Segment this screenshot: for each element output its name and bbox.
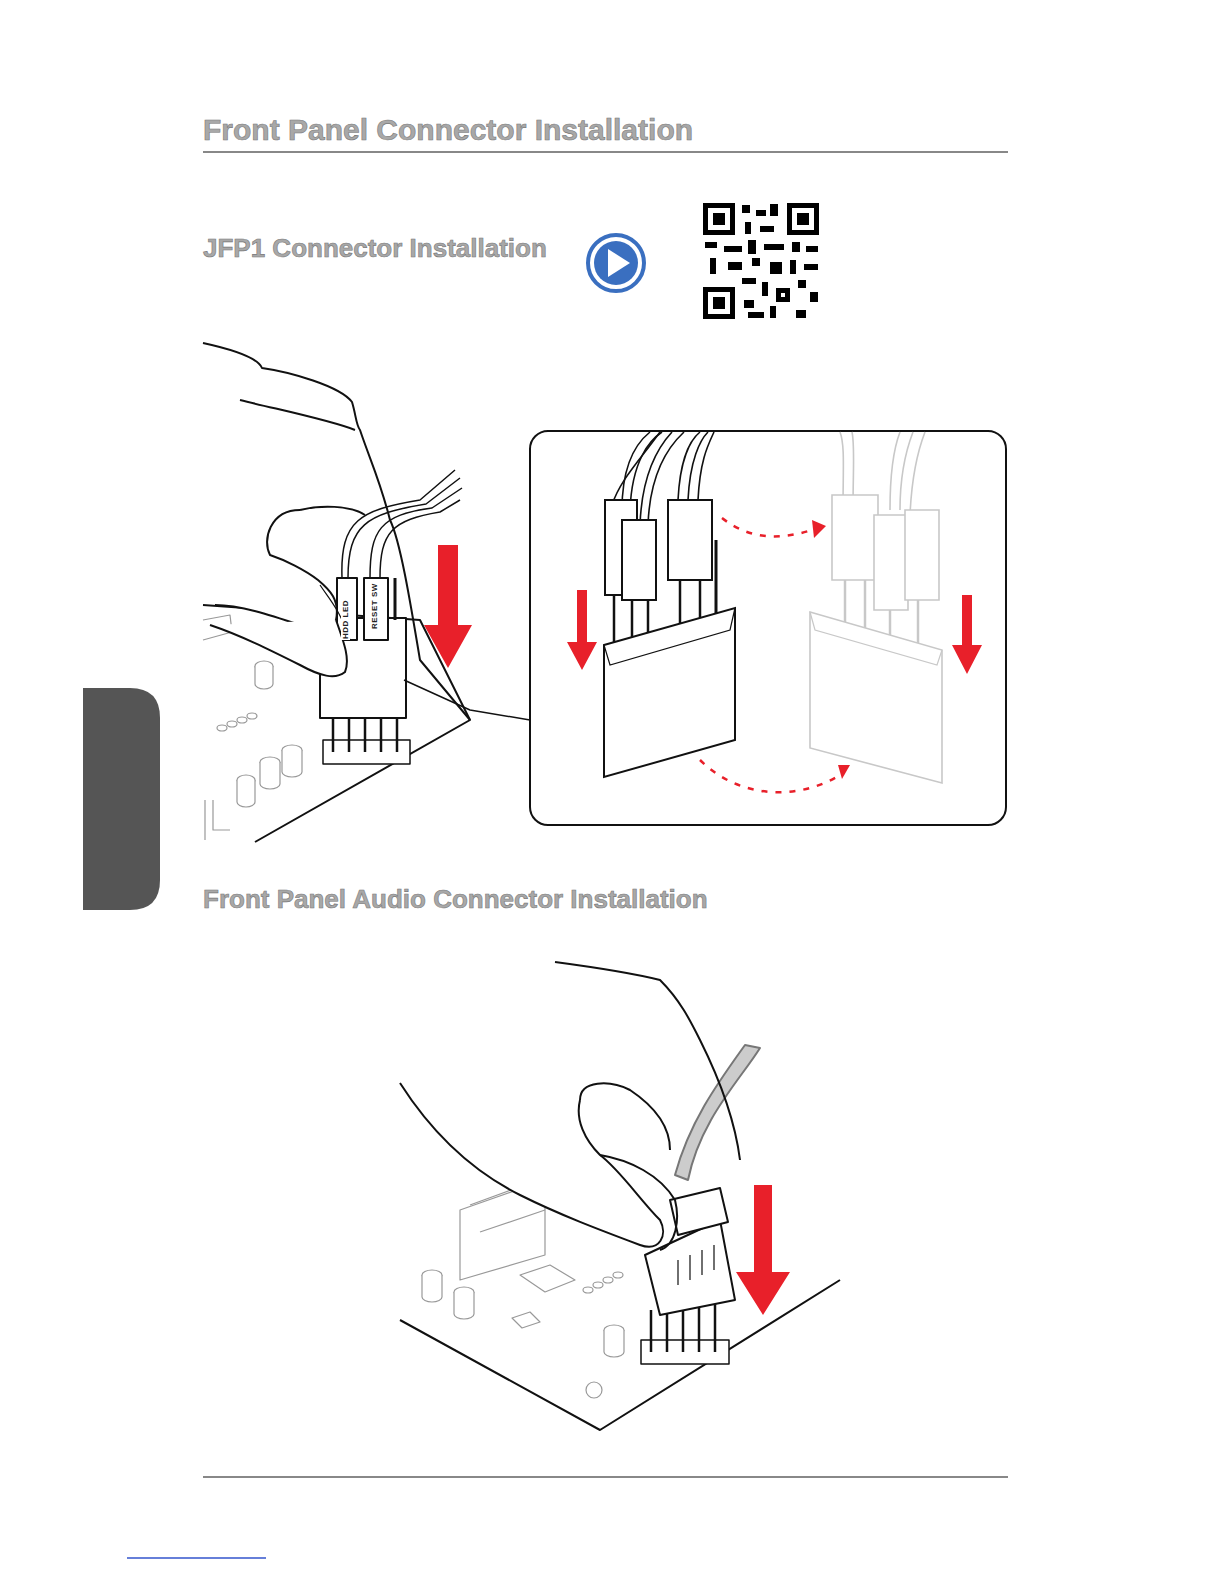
wire-label: HDD LED <box>341 599 350 640</box>
audio-illustration <box>400 962 840 1430</box>
wire-label: RESET SW <box>370 582 379 630</box>
footer-link-line <box>127 1557 266 1559</box>
inset-panel <box>530 431 1006 825</box>
page-title: Front Panel Connector Installation <box>203 113 693 147</box>
rule-line <box>203 1476 1008 1478</box>
jfp1-illustration <box>203 343 530 842</box>
rule-line <box>203 151 1008 153</box>
section-heading: JFP1 Connector Installation <box>203 233 547 264</box>
insert-arrow <box>736 1185 790 1315</box>
insert-arrow <box>424 545 472 668</box>
play-icon <box>588 235 644 291</box>
side-tab <box>83 688 160 910</box>
section-heading: Front Panel Audio Connector Installation <box>203 884 708 915</box>
qr-code <box>703 203 819 319</box>
